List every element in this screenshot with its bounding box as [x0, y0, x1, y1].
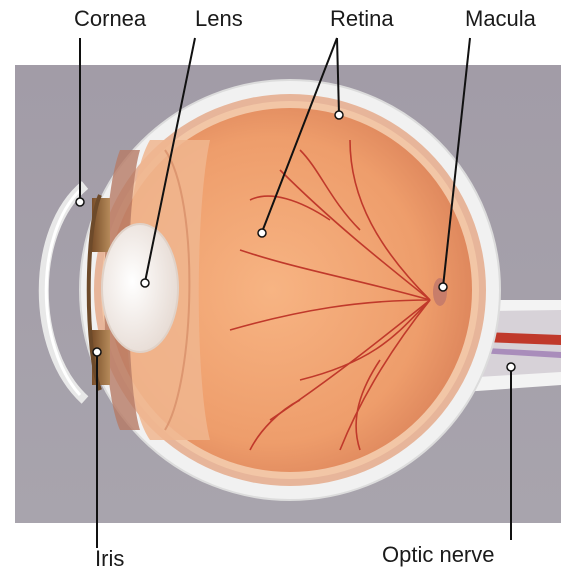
label-macula: Macula	[465, 8, 536, 30]
label-lens: Lens	[195, 8, 243, 30]
label-iris: Iris	[95, 548, 124, 570]
label-optic-nerve: Optic nerve	[382, 544, 495, 566]
macula-shape	[433, 278, 447, 306]
label-retina: Retina	[330, 8, 394, 30]
lens-shape	[102, 224, 178, 352]
label-cornea: Cornea	[74, 8, 146, 30]
